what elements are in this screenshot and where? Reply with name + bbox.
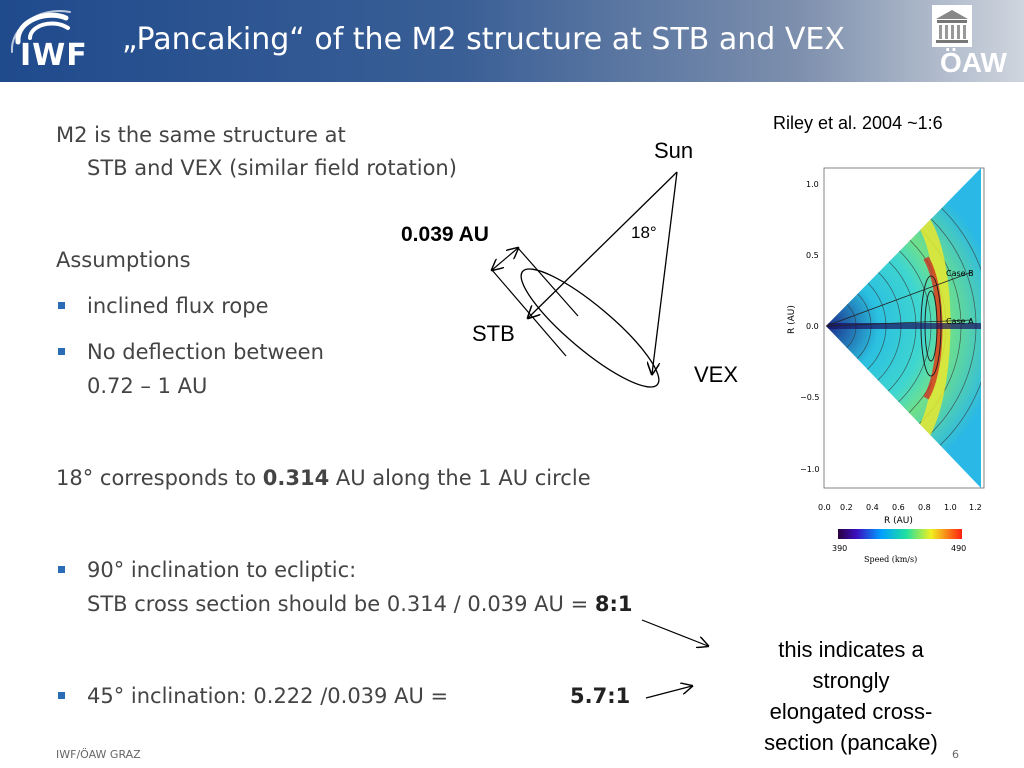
intro-line-2: STB and VEX (similar field rotation): [87, 156, 457, 180]
x-tick: 0.6: [892, 503, 905, 512]
y-tick: 0.5: [806, 251, 819, 260]
bullet-marker: [58, 692, 65, 699]
geometry-diagram: [470, 171, 678, 388]
bullet-marker: [58, 348, 65, 355]
distance-arrow: [492, 248, 518, 270]
correspondence-prefix: 18° corresponds to: [56, 466, 263, 490]
y-tick: −1.0: [800, 465, 819, 474]
vex-label: VEX: [694, 362, 739, 387]
stb-tangent-line-left: [491, 269, 567, 357]
ratio-45: 5.7:1: [570, 684, 631, 708]
y-axis-label: R (AU): [787, 305, 797, 334]
slide-header: IWF „Pancaking“ of the M2 structure at S…: [0, 0, 1024, 82]
case-b-label: Case B: [946, 269, 974, 278]
case-a-label: Case A: [946, 317, 974, 326]
y-tick: 1.0: [806, 180, 819, 189]
callout-line-3: elongated cross-: [769, 699, 933, 724]
x-tick: 0.4: [866, 503, 879, 512]
intro-line-1: M2 is the same structure at: [56, 123, 346, 147]
page-number: 6: [952, 748, 959, 761]
callout-arrows: [641, 619, 720, 699]
correspondence-text: 18° corresponds to 0.314 AU along the 1 …: [56, 461, 591, 495]
stb-label: STB: [472, 321, 515, 346]
assumption-2-line-2: 0.72 – 1 AU: [87, 374, 208, 398]
bullet-90-line-1: 90° inclination to ecliptic:: [87, 558, 357, 582]
x-tick: 0.8: [918, 503, 931, 512]
case-b-line: [825, 271, 973, 327]
colorbar-min: 390: [832, 544, 847, 553]
distance-label: 0.039 AU: [401, 223, 489, 246]
assumption-1: inclined flux rope: [87, 294, 269, 318]
colorbar: [838, 529, 962, 539]
assumptions-heading: Assumptions: [56, 248, 191, 272]
x-tick: 0.0: [818, 503, 831, 512]
x-tick: 1.2: [969, 503, 982, 512]
y-tick: −0.5: [800, 393, 819, 402]
stb-tangent-line-right: [517, 247, 579, 317]
y-tick: 0.0: [806, 322, 819, 331]
iwf-logo-icon: [10, 10, 71, 53]
sun-label: Sun: [654, 138, 694, 163]
assumption-2-line-1: No deflection between: [87, 340, 324, 364]
bullet-marker: [58, 566, 65, 573]
bullet-marker: [58, 302, 65, 309]
correspondence-value: 0.314: [262, 466, 330, 490]
iwf-logo-text: IWF: [20, 38, 88, 73]
solar-wind-simulation-figure: Case B Case A R (AU) 1.0 0.5 0.0 −0.5 −1…: [787, 167, 985, 564]
callout-line-4: section (pancake): [764, 730, 938, 755]
sun-vex-line: [652, 171, 678, 374]
flux-rope-ellipse: [520, 268, 660, 388]
x-tick: 0.2: [840, 503, 853, 512]
correspondence-suffix: AU along the 1 AU circle: [329, 466, 591, 490]
bullet-45-text: 45° inclination: 0.222 /0.039 AU =: [87, 684, 449, 708]
callout-line-2: strongly: [812, 668, 890, 693]
slide-title: „Pancaking“ of the M2 structure at STB a…: [122, 22, 845, 57]
angle-label: 18°: [631, 223, 657, 242]
case-a-line: [825, 319, 973, 327]
figure-citation: Riley et al. 2004 ~1:6: [773, 113, 943, 133]
sun-stb-line: [528, 171, 678, 318]
arrow-to-callout-lower: [645, 686, 692, 699]
colorbar-max: 490: [951, 544, 966, 553]
oaw-building-icon: [932, 5, 972, 47]
ratio-90: 8:1: [594, 592, 633, 616]
bullet-90-text: STB cross section should be 0.314 / 0.03…: [87, 592, 595, 616]
oaw-logo-text: ÖAW: [940, 47, 1007, 78]
footer-organization: IWF/ÖAW GRAZ: [56, 748, 141, 761]
callout-line-1: this indicates a: [778, 637, 924, 662]
plot-frame: [823, 167, 985, 489]
arrow-to-callout-upper: [641, 619, 708, 646]
x-tick: 1.0: [944, 503, 957, 512]
bullet-90-line-2: STB cross section should be 0.314 / 0.03…: [87, 587, 633, 621]
conclusion-callout: this indicates a strongly elongated cros…: [740, 634, 962, 758]
colorbar-label: Speed (km/s): [864, 555, 917, 564]
x-axis-label: R (AU): [884, 516, 913, 526]
